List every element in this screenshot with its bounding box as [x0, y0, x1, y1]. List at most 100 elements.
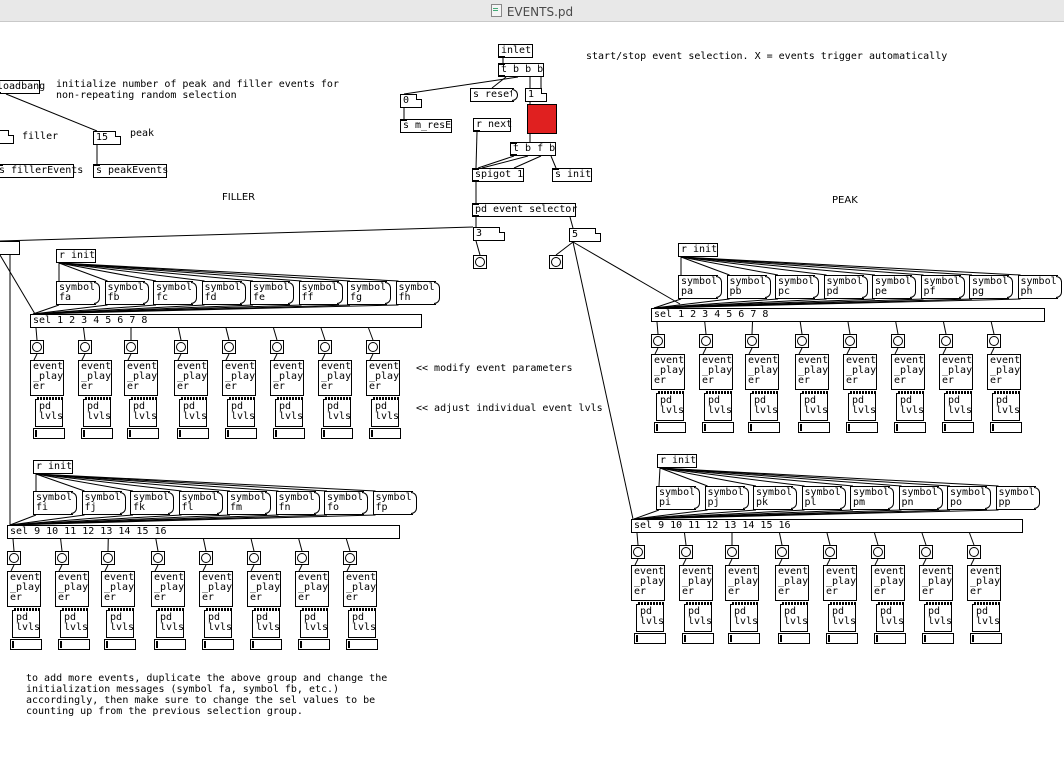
filler-group-b-pd-lvls-7[interactable]: pd lvls — [346, 608, 378, 650]
filler-group-b-pd-lvls-4[interactable]: pd lvls — [202, 608, 234, 650]
peak-group-a-bang-3[interactable] — [795, 334, 809, 348]
peak-group-a-event-player-3[interactable]: event _play er — [795, 354, 829, 390]
level-slider[interactable] — [127, 428, 159, 439]
level-slider[interactable] — [702, 422, 734, 433]
filler-group-b-sel[interactable]: sel 9 10 11 12 13 14 15 16 — [7, 525, 400, 539]
filler-group-b-bang-6[interactable] — [295, 551, 309, 565]
filler-group-a-bang-5[interactable] — [270, 340, 284, 354]
r-next-object[interactable]: r next — [473, 118, 512, 132]
trigger-bbb-object[interactable]: t b b b — [498, 63, 544, 77]
filler-group-a-bang-6[interactable] — [318, 340, 332, 354]
filler-group-b-bang-1[interactable] — [55, 551, 69, 565]
filler-group-b-event-player-0[interactable]: event _play er — [7, 571, 41, 607]
filler-group-b-event-player-3[interactable]: event _play er — [151, 571, 185, 607]
filler-group-b-event-player-4[interactable]: event _play er — [199, 571, 233, 607]
level-slider[interactable] — [748, 422, 780, 433]
peak-group-a-event-player-2[interactable]: event _play er — [745, 354, 779, 390]
peak-group-a-pd-lvls-6[interactable]: pd lvls — [942, 391, 974, 433]
trigger-bfb-object[interactable]: t b f b — [510, 142, 556, 156]
peak-group-a-bang-6[interactable] — [939, 334, 953, 348]
peak-group-b-pd-lvls-3[interactable]: pd lvls — [778, 602, 810, 644]
s-reset-message[interactable]: s reset — [470, 88, 518, 102]
filler-group-a-event-player-4[interactable]: event _play er — [222, 360, 256, 396]
level-slider[interactable] — [346, 639, 378, 650]
peak-group-b-symbol-3[interactable]: symbol pl — [801, 486, 846, 510]
peak-group-b-event-player-0[interactable]: event _play er — [631, 565, 665, 601]
filler-group-b-event-player-7[interactable]: event _play er — [343, 571, 377, 607]
peak-group-b-event-player-5[interactable]: event _play er — [871, 565, 905, 601]
level-slider[interactable] — [778, 633, 810, 644]
peak-group-b-r-init[interactable]: r init — [657, 454, 697, 468]
filler-group-b-pd-lvls-6[interactable]: pd lvls — [298, 608, 330, 650]
filler-group-a-event-player-1[interactable]: event _play er — [78, 360, 112, 396]
level-slider[interactable] — [33, 428, 65, 439]
filler-group-a-event-player-7[interactable]: event _play er — [366, 360, 400, 396]
peak-group-a-bang-4[interactable] — [843, 334, 857, 348]
peak-group-b-bang-1[interactable] — [679, 545, 693, 559]
peak-group-a-symbol-5[interactable]: symbol pf — [920, 275, 965, 299]
level-slider[interactable] — [58, 639, 90, 650]
peak-group-a-event-player-6[interactable]: event _play er — [939, 354, 973, 390]
filler-group-b-pd-lvls-0[interactable]: pd lvls — [10, 608, 42, 650]
peak-group-b-bang-7[interactable] — [967, 545, 981, 559]
peak-group-a-sel[interactable]: sel 1 2 3 4 5 6 7 8 — [651, 308, 1045, 322]
peak-group-a-symbol-3[interactable]: symbol pd — [823, 275, 868, 299]
filler-group-a-symbol-2[interactable]: symbol fc — [153, 281, 197, 305]
peak-group-a-bang-7[interactable] — [987, 334, 1001, 348]
peak-group-a-bang-2[interactable] — [745, 334, 759, 348]
peak-group-a-r-init[interactable]: r init — [678, 243, 718, 257]
level-slider[interactable] — [202, 639, 234, 650]
peak-group-b-event-player-7[interactable]: event _play er — [967, 565, 1001, 601]
peak-group-a-symbol-7[interactable]: symbol ph — [1017, 275, 1062, 299]
s-init-object[interactable]: s init — [552, 168, 592, 182]
peak-group-a-symbol-2[interactable]: symbol pc — [775, 275, 819, 299]
peak-group-a-pd-lvls-4[interactable]: pd lvls — [846, 391, 878, 433]
filler-group-a-symbol-5[interactable]: symbol ff — [298, 281, 343, 305]
level-slider[interactable] — [942, 422, 974, 433]
filler-group-a-symbol-7[interactable]: symbol fh — [395, 281, 440, 305]
filler-group-a-event-player-6[interactable]: event _play er — [318, 360, 352, 396]
level-slider[interactable] — [970, 633, 1002, 644]
s-peak-events-object[interactable]: s peakEvents — [93, 164, 168, 178]
toggle-number-box[interactable]: 1 — [525, 88, 547, 102]
level-slider[interactable] — [990, 422, 1022, 433]
peak-group-b-pd-lvls-4[interactable]: pd lvls — [826, 602, 858, 644]
filler-group-b-event-player-6[interactable]: event _play er — [295, 571, 329, 607]
filler-group-a-pd-lvls-1[interactable]: pd lvls — [81, 397, 113, 439]
level-slider[interactable] — [81, 428, 113, 439]
level-slider[interactable] — [728, 633, 760, 644]
level-slider[interactable] — [177, 428, 209, 439]
loadbang-object[interactable]: loadbang — [0, 80, 45, 94]
peak-group-b-bang-6[interactable] — [919, 545, 933, 559]
level-slider[interactable] — [894, 422, 926, 433]
peak-group-a-pd-lvls-0[interactable]: pd lvls — [654, 391, 686, 433]
filler-group-a-bang-3[interactable] — [174, 340, 188, 354]
level-slider[interactable] — [682, 633, 714, 644]
peak-group-b-bang-4[interactable] — [823, 545, 837, 559]
s-filler-events-object[interactable]: s fillerEvents — [0, 164, 83, 178]
peak-group-a-event-player-5[interactable]: event _play er — [891, 354, 925, 390]
peak-group-a-pd-lvls-3[interactable]: pd lvls — [798, 391, 830, 433]
peak-group-a-event-player-4[interactable]: event _play er — [843, 354, 877, 390]
peak-bang[interactable] — [549, 255, 563, 269]
filler-group-a-symbol-3[interactable]: symbol fd — [201, 281, 246, 305]
filler-group-b-bang-3[interactable] — [151, 551, 165, 565]
level-slider[interactable] — [273, 428, 305, 439]
peak-group-a-pd-lvls-1[interactable]: pd lvls — [702, 391, 734, 433]
level-slider[interactable] — [225, 428, 257, 439]
filler-group-b-r-init[interactable]: r init — [33, 460, 73, 474]
zero-number-box[interactable]: 0 — [400, 94, 422, 108]
filler-group-b-event-player-5[interactable]: event _play er — [247, 571, 281, 607]
filler-group-b-symbol-2[interactable]: symbol fk — [130, 491, 174, 515]
peak-group-a-symbol-0[interactable]: symbol pa — [678, 275, 722, 299]
filler-group-a-symbol-0[interactable]: symbol fa — [56, 281, 100, 305]
filler-group-a-pd-lvls-2[interactable]: pd lvls — [127, 397, 159, 439]
patch-canvas[interactable]: inlet t b b b s reset 1 0 s m_resE r nex… — [0, 22, 1064, 760]
level-slider[interactable] — [874, 633, 906, 644]
filler-group-b-bang-4[interactable] — [199, 551, 213, 565]
filler-group-b-symbol-5[interactable]: symbol fn — [275, 491, 320, 515]
peak-group-b-pd-lvls-0[interactable]: pd lvls — [634, 602, 666, 644]
peak-group-a-bang-5[interactable] — [891, 334, 905, 348]
inlet-object[interactable]: inlet — [498, 44, 533, 58]
level-slider[interactable] — [321, 428, 353, 439]
